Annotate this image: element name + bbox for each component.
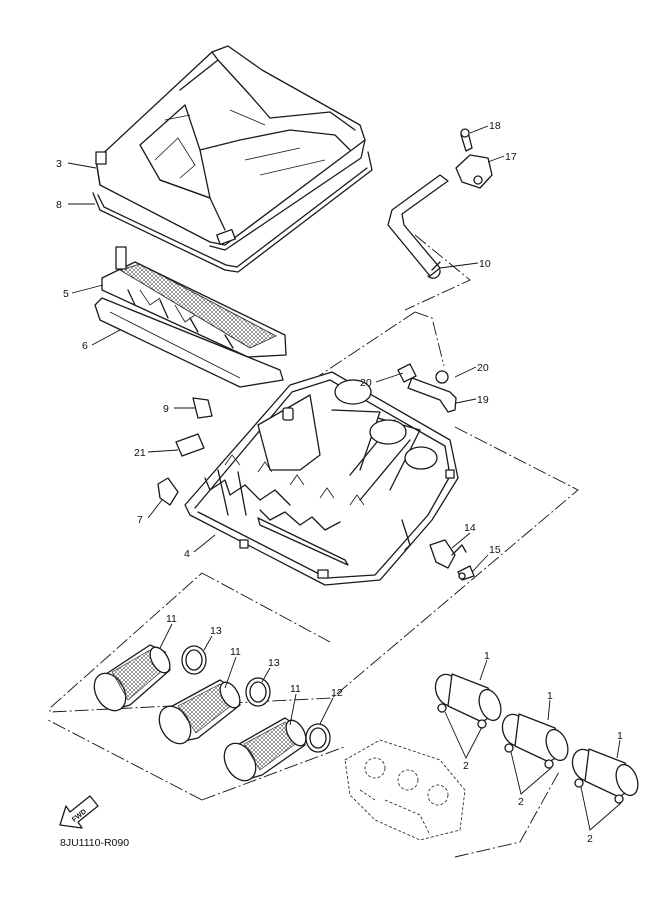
callout-20: 20 [360,377,372,389]
air-filter-case [184,371,459,586]
callout-1c: 1 [617,730,623,742]
seal-9 [92,151,373,273]
callout-10: 10 [479,258,491,270]
callout-6: 6 [82,340,88,352]
carburetor-joints [434,673,639,804]
callout-11b: 11 [230,646,241,658]
leader-lines [67,125,622,831]
callout-5: 5 [63,288,69,300]
callout-9: 8 [56,199,62,211]
callout-11c: 11 [290,683,301,695]
callout-1a: 1 [484,650,490,662]
part-8-sponge [192,397,213,419]
sensor-and-bolt [429,539,475,581]
breather-hose-assembly [387,128,493,279]
callout-2c: 2 [587,833,593,845]
callout-13a: 13 [210,625,222,637]
callout-21: 21 [134,447,146,459]
part-7-clip [157,477,179,506]
callout-labels: 3 8 5 6 9 21 7 4 18 17 10 20 19 20 14 15… [56,120,623,845]
callout-1b: 1 [547,690,553,702]
callout-13b: 13 [268,657,280,669]
callout-8: 9 [163,403,169,415]
air-funnels [93,644,331,782]
callout-14: 14 [464,522,476,534]
fwd-arrow-icon: FWD [59,795,99,829]
throttle-body-reference [344,739,466,841]
callout-2a: 2 [463,760,469,772]
callout-7: 7 [137,514,143,526]
air-filter-case-cover [95,45,366,251]
callout-4: 4 [184,548,190,560]
air-filter-element [101,246,287,358]
element-plate-6 [94,297,284,388]
callout-15: 15 [489,544,501,556]
callout-3: 3 [56,158,62,170]
callout-12: 12 [331,687,343,699]
drain-hose-assembly [397,363,457,413]
drawing-code: 8JU1110-R090 [60,837,129,849]
callout-17: 18 [489,120,501,132]
part-21-label [175,433,205,457]
callout-2b: 2 [518,796,524,808]
callout-19: 20 [477,362,489,374]
callout-11a: 11 [166,613,177,625]
callout-16: 17 [505,151,517,163]
callout-18: 19 [477,394,489,406]
small-parts-left [157,397,213,506]
